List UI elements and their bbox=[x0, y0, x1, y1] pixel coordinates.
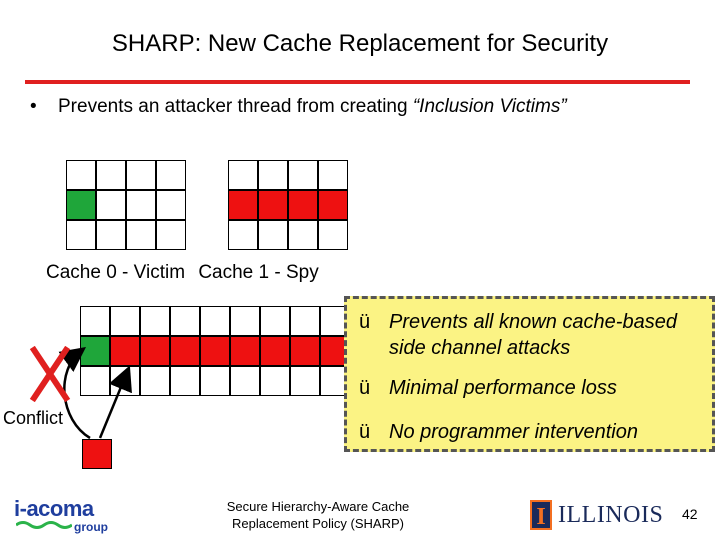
checkmark-icon: ü bbox=[359, 311, 371, 333]
cache-line-cell bbox=[170, 336, 200, 366]
cache-line-cell bbox=[258, 220, 288, 250]
shared-cache-grid bbox=[80, 306, 350, 396]
cache-line-cell bbox=[170, 366, 200, 396]
cache-line-cell bbox=[288, 160, 318, 190]
benefit-item: ü Minimal performance loss bbox=[359, 375, 617, 401]
cache-line-cell bbox=[140, 306, 170, 336]
cache-line-cell bbox=[140, 336, 170, 366]
page-number: 42 bbox=[682, 506, 698, 522]
bullet-text: Prevents an attacker thread from creatin… bbox=[58, 96, 413, 117]
cache-line-cell bbox=[96, 190, 126, 220]
cache-line-cell bbox=[228, 220, 258, 250]
cache-line-cell bbox=[66, 190, 96, 220]
cache-line-cell bbox=[156, 220, 186, 250]
cache-line-cell bbox=[230, 366, 260, 396]
incoming-block bbox=[82, 439, 112, 469]
cache-line-cell bbox=[66, 160, 96, 190]
illinois-wordmark: ILLINOIS bbox=[558, 502, 664, 528]
wave-icon bbox=[16, 521, 72, 529]
cache-line-cell bbox=[110, 336, 140, 366]
cache-line-cell bbox=[110, 306, 140, 336]
cache-line-cell bbox=[318, 160, 348, 190]
cache-line-cell bbox=[140, 366, 170, 396]
cache-line-cell bbox=[80, 366, 110, 396]
cache-line-cell bbox=[230, 306, 260, 336]
cache-line-cell bbox=[96, 220, 126, 250]
benefit-text: No programmer intervention bbox=[389, 421, 638, 443]
footer-line-2: Replacement Policy (SHARP) bbox=[232, 516, 404, 531]
cache-line-cell bbox=[318, 190, 348, 220]
cache-line-cell bbox=[156, 160, 186, 190]
cache-line-cell bbox=[170, 306, 200, 336]
bullet-point: • Prevents an attacker thread from creati… bbox=[30, 96, 567, 118]
cache-line-cell bbox=[96, 160, 126, 190]
cache-1-label: Cache 1 - Spy bbox=[198, 262, 319, 283]
cache-line-cell bbox=[200, 366, 230, 396]
iacoma-logo-text: i-acoma bbox=[14, 496, 94, 521]
footer-text: Secure Hierarchy-Aware Cache Replacement… bbox=[208, 498, 428, 532]
cache-line-cell bbox=[200, 336, 230, 366]
cache-line-cell bbox=[80, 336, 110, 366]
cache-line-cell bbox=[126, 220, 156, 250]
checkmark-icon: ü bbox=[359, 377, 371, 399]
checkmark-icon: ü bbox=[359, 421, 371, 443]
cache-labels: Cache 0 - Victim Cache 1 - Spy bbox=[46, 262, 319, 284]
cache-line-cell bbox=[290, 366, 320, 396]
cache-line-cell bbox=[66, 220, 96, 250]
cache-line-cell bbox=[290, 336, 320, 366]
benefit-text: Prevents all known cache-based side chan… bbox=[389, 311, 677, 359]
cache-line-cell bbox=[290, 306, 320, 336]
slide-title: SHARP: New Cache Replacement for Securit… bbox=[111, 30, 609, 57]
cache-line-cell bbox=[258, 160, 288, 190]
cache-line-cell bbox=[228, 190, 258, 220]
cache-line-cell bbox=[80, 306, 110, 336]
cache-line-cell bbox=[260, 366, 290, 396]
cache-0-label: Cache 0 - Victim bbox=[46, 262, 186, 283]
cross-mark-icon bbox=[29, 346, 71, 402]
cache-line-cell bbox=[110, 366, 140, 396]
cache-line-cell bbox=[260, 336, 290, 366]
bullet-text-italic: “Inclusion Victims” bbox=[412, 96, 567, 117]
cache-line-cell bbox=[258, 190, 288, 220]
cache-line-cell bbox=[228, 160, 258, 190]
benefit-text: Minimal performance loss bbox=[389, 377, 617, 399]
benefit-item: ü Prevents all known cache-based side ch… bbox=[359, 309, 689, 361]
benefits-box: ü Prevents all known cache-based side ch… bbox=[344, 296, 715, 452]
footer-line-1: Secure Hierarchy-Aware Cache bbox=[226, 499, 410, 514]
iacoma-logo-subtext: group bbox=[74, 520, 108, 534]
bullet-marker: • bbox=[30, 96, 37, 117]
cache-line-cell bbox=[260, 306, 290, 336]
cache-line-cell bbox=[126, 160, 156, 190]
cache-1-grid bbox=[228, 160, 348, 250]
conflict-label: Conflict bbox=[3, 408, 64, 428]
cache-line-cell bbox=[288, 190, 318, 220]
benefit-item: ü No programmer intervention bbox=[359, 419, 638, 445]
illinois-logo: I ILLINOIS bbox=[530, 498, 670, 532]
illinois-shield-icon: I bbox=[530, 500, 552, 530]
cache-line-cell bbox=[230, 336, 260, 366]
iacoma-logo: i-acoma group bbox=[14, 496, 134, 536]
cache-line-cell bbox=[156, 190, 186, 220]
cache-line-cell bbox=[200, 306, 230, 336]
cache-0-grid bbox=[66, 160, 186, 250]
cache-line-cell bbox=[318, 220, 348, 250]
cache-line-cell bbox=[126, 190, 156, 220]
title-underline bbox=[25, 80, 690, 84]
cache-line-cell bbox=[288, 220, 318, 250]
